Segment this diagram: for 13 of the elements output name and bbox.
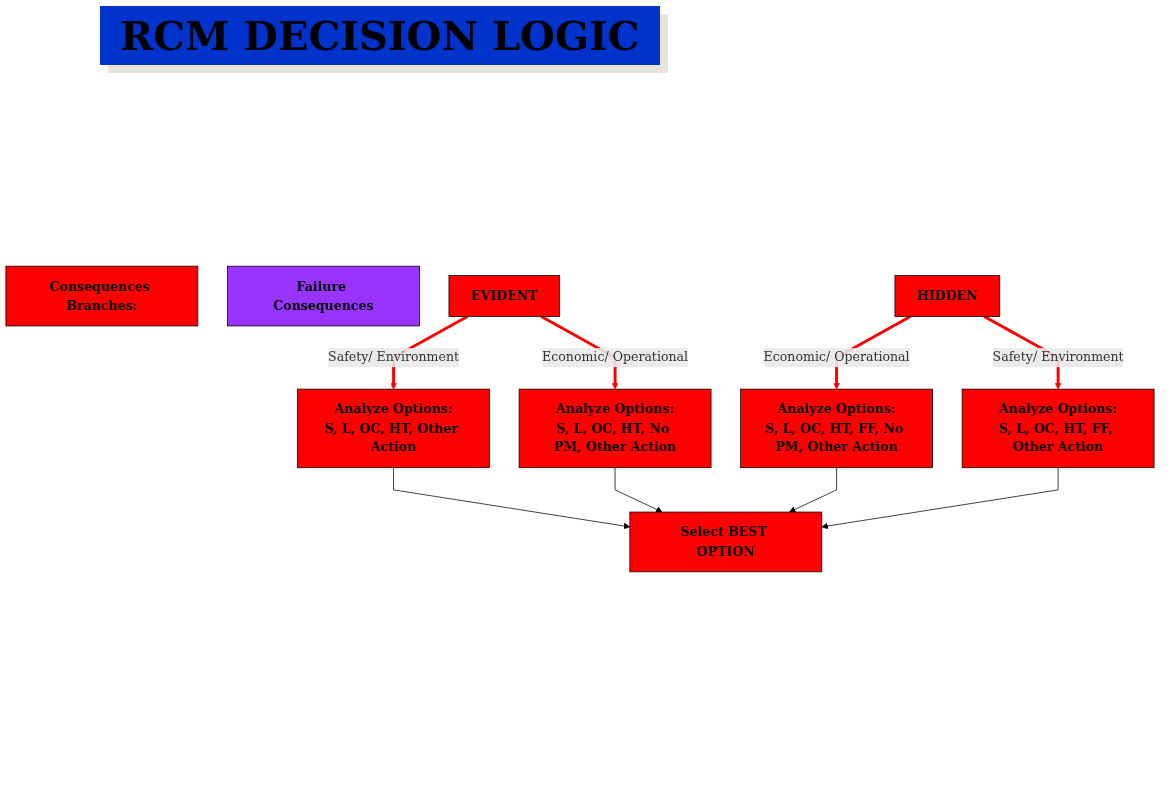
edge-label: Safety/ Environment bbox=[328, 349, 460, 365]
node-box: Analyze Options: S, L, OC, HT, FF, No PM, Other Action bbox=[740, 388, 933, 469]
edge-label: Safety/ Environment bbox=[992, 349, 1124, 365]
node-box: HIDDEN bbox=[894, 275, 1001, 317]
node-box: Select BEST OPTION bbox=[629, 511, 823, 573]
edge-label: Economic/ Operational bbox=[542, 349, 689, 365]
edge-label: Economic/ Operational bbox=[763, 349, 910, 365]
node-box: Analyze Options: S, L, OC, HT, Other Action bbox=[297, 388, 490, 469]
node-box: EVIDENT bbox=[448, 275, 561, 317]
node-box: Analyze Options: S, L, OC, HT, FF, Other Action bbox=[961, 388, 1155, 469]
node-box: Analyze Options: S, L, OC, HT, No PM, Other Action bbox=[518, 388, 712, 469]
node-box: Consequences Branches: bbox=[5, 265, 199, 327]
node-box: Failure Consequences bbox=[227, 265, 420, 327]
